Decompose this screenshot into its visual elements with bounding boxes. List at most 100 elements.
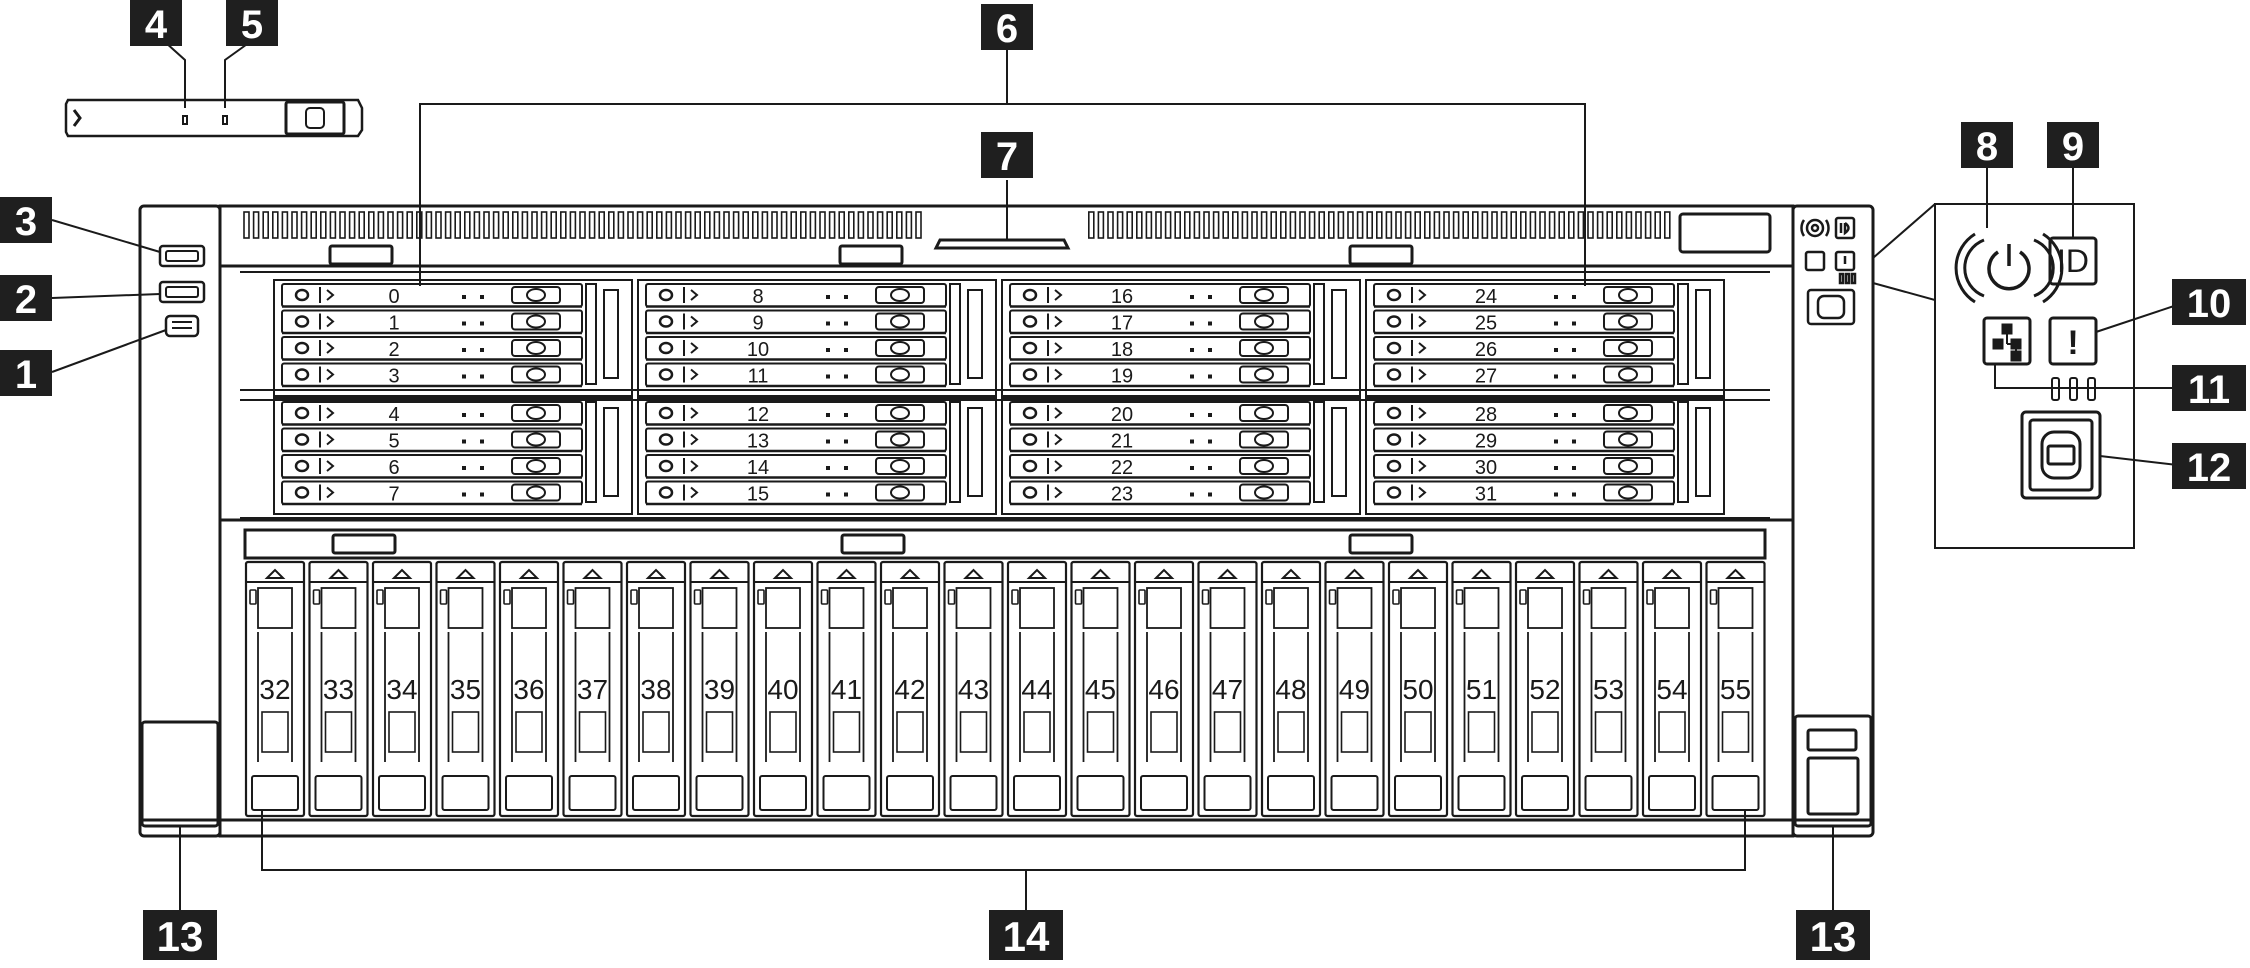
drive-bay-52[interactable]: 52 <box>1514 560 1576 818</box>
drive-bay-36[interactable]: 36 <box>498 560 560 818</box>
drive-bay-18[interactable]: 18 <box>1009 336 1311 361</box>
cage-latch[interactable] <box>949 401 961 503</box>
drive-bay-47[interactable]: 47 <box>1197 560 1258 818</box>
drive-release-latch[interactable] <box>1386 486 1402 499</box>
drive-tray-handle[interactable] <box>1521 775 1569 811</box>
drive-tray-handle[interactable] <box>1203 775 1252 811</box>
drive-release-latch[interactable] <box>1386 459 1402 473</box>
drive-bay-10[interactable]: 10 <box>645 336 947 361</box>
drive-bay-39[interactable]: 39 <box>689 560 750 818</box>
drive-release-latch[interactable] <box>1386 288 1402 302</box>
drive-bay-35[interactable]: 35 <box>435 560 496 818</box>
drive-bay-7[interactable]: 7 <box>281 480 583 506</box>
drive-bay-32[interactable]: 32 <box>244 560 306 818</box>
drive-bay-38[interactable]: 38 <box>625 560 687 818</box>
drive-tray-handle[interactable] <box>1457 775 1506 811</box>
cage-latch[interactable] <box>949 283 961 385</box>
drive-release-latch[interactable] <box>658 288 674 302</box>
drive-bay-12[interactable]: 12 <box>645 401 947 426</box>
drive-bay-31[interactable]: 31 <box>1373 480 1675 506</box>
drive-tray-handle[interactable] <box>1648 775 1696 811</box>
drive-release-latch[interactable] <box>294 368 310 381</box>
drive-bay-42[interactable]: 42 <box>879 560 941 818</box>
diagnostics-handset-port[interactable] <box>2020 410 2102 500</box>
drive-bay-17[interactable]: 17 <box>1009 309 1311 335</box>
usb-port-3[interactable] <box>158 244 206 268</box>
cage-latch[interactable] <box>1677 401 1689 503</box>
drive-release-latch[interactable] <box>294 315 310 328</box>
drive-tray-handle[interactable] <box>1076 775 1125 811</box>
drive-bay-1[interactable]: 1 <box>281 309 583 335</box>
drive-release-latch[interactable] <box>294 288 310 302</box>
drive-bay-50[interactable]: 50 <box>1387 560 1449 818</box>
cage-latch[interactable] <box>585 283 597 385</box>
drive-bay-3[interactable]: 3 <box>281 362 583 388</box>
drive-bay-45[interactable]: 45 <box>1070 560 1131 818</box>
drive-bay-43[interactable]: 43 <box>943 560 1004 818</box>
drive-bay-41[interactable]: 41 <box>816 560 877 818</box>
drive-bay-29[interactable]: 29 <box>1373 427 1675 453</box>
drive-release-latch[interactable] <box>294 459 310 473</box>
drive-bay-55[interactable]: 55 <box>1705 560 1766 818</box>
drive-release-latch[interactable] <box>294 486 310 499</box>
drive-release-latch[interactable] <box>1022 315 1038 328</box>
drive-release-latch[interactable] <box>1022 341 1038 355</box>
drive-release-latch[interactable] <box>1022 486 1038 499</box>
drive-bay-34[interactable]: 34 <box>371 560 433 818</box>
drive-release-latch[interactable] <box>658 486 674 499</box>
drive-tray-handle[interactable] <box>1140 775 1188 811</box>
drive-tray-handle[interactable] <box>1711 775 1760 811</box>
cage-latch[interactable] <box>585 401 597 503</box>
drive-bay-37[interactable]: 37 <box>562 560 623 818</box>
drive-bay-48[interactable]: 48 <box>1260 560 1322 818</box>
drive-bay-53[interactable]: 53 <box>1578 560 1639 818</box>
drive-bay-44[interactable]: 44 <box>1006 560 1068 818</box>
drive-tray-handle[interactable] <box>822 775 871 811</box>
drive-bay-22[interactable]: 22 <box>1009 454 1311 479</box>
drive-tray-handle[interactable] <box>505 775 553 811</box>
drive-tray-handle[interactable] <box>1267 775 1315 811</box>
drive-release-latch[interactable] <box>294 433 310 446</box>
drive-bay-26[interactable]: 26 <box>1373 336 1675 361</box>
drive-release-latch[interactable] <box>658 433 674 446</box>
drive-bay-4[interactable]: 4 <box>281 401 583 426</box>
drive-bay-14[interactable]: 14 <box>645 454 947 479</box>
drive-release-latch[interactable] <box>1386 433 1402 446</box>
cage-latch[interactable] <box>1313 283 1325 385</box>
drive-tray-handle[interactable] <box>1584 775 1633 811</box>
drive-release-latch[interactable] <box>658 315 674 328</box>
drive-bay-15[interactable]: 15 <box>645 480 947 506</box>
drive-bay-2[interactable]: 2 <box>281 336 583 361</box>
drive-release-latch[interactable] <box>294 341 310 355</box>
drive-release-latch[interactable] <box>1022 459 1038 473</box>
drive-tray-handle[interactable] <box>1013 775 1061 811</box>
drive-release-latch[interactable] <box>658 368 674 381</box>
drive-release-latch[interactable] <box>1022 433 1038 446</box>
drive-tray-handle[interactable] <box>886 775 934 811</box>
drive-release-latch[interactable] <box>1386 406 1402 420</box>
drive-bay-46[interactable]: 46 <box>1133 560 1195 818</box>
drive-tray-handle[interactable] <box>568 775 617 811</box>
drive-bay-51[interactable]: 51 <box>1451 560 1512 818</box>
drive-tray-handle[interactable] <box>1394 775 1442 811</box>
drive-release-latch[interactable] <box>1022 368 1038 381</box>
drive-bay-27[interactable]: 27 <box>1373 362 1675 388</box>
drive-release-latch[interactable] <box>1022 288 1038 302</box>
cage-latch[interactable] <box>1313 401 1325 503</box>
drive-tray-handle[interactable] <box>695 775 744 811</box>
drive-bay-30[interactable]: 30 <box>1373 454 1675 479</box>
drive-bay-24[interactable]: 24 <box>1373 283 1675 308</box>
drive-release-latch[interactable] <box>1386 368 1402 381</box>
drive-tray-handle[interactable] <box>949 775 998 811</box>
drive-release-latch[interactable] <box>1022 406 1038 420</box>
drive-bay-20[interactable]: 20 <box>1009 401 1311 426</box>
drive-tray-handle[interactable] <box>378 775 426 811</box>
drive-bay-5[interactable]: 5 <box>281 427 583 453</box>
drive-tray-handle[interactable] <box>759 775 807 811</box>
drive-bay-16[interactable]: 16 <box>1009 283 1311 308</box>
drive-release-latch[interactable] <box>1386 315 1402 328</box>
drive-bay-25[interactable]: 25 <box>1373 309 1675 335</box>
drive-bay-54[interactable]: 54 <box>1641 560 1703 818</box>
drive-release-latch[interactable] <box>294 406 310 420</box>
drive-release-latch[interactable] <box>658 459 674 473</box>
